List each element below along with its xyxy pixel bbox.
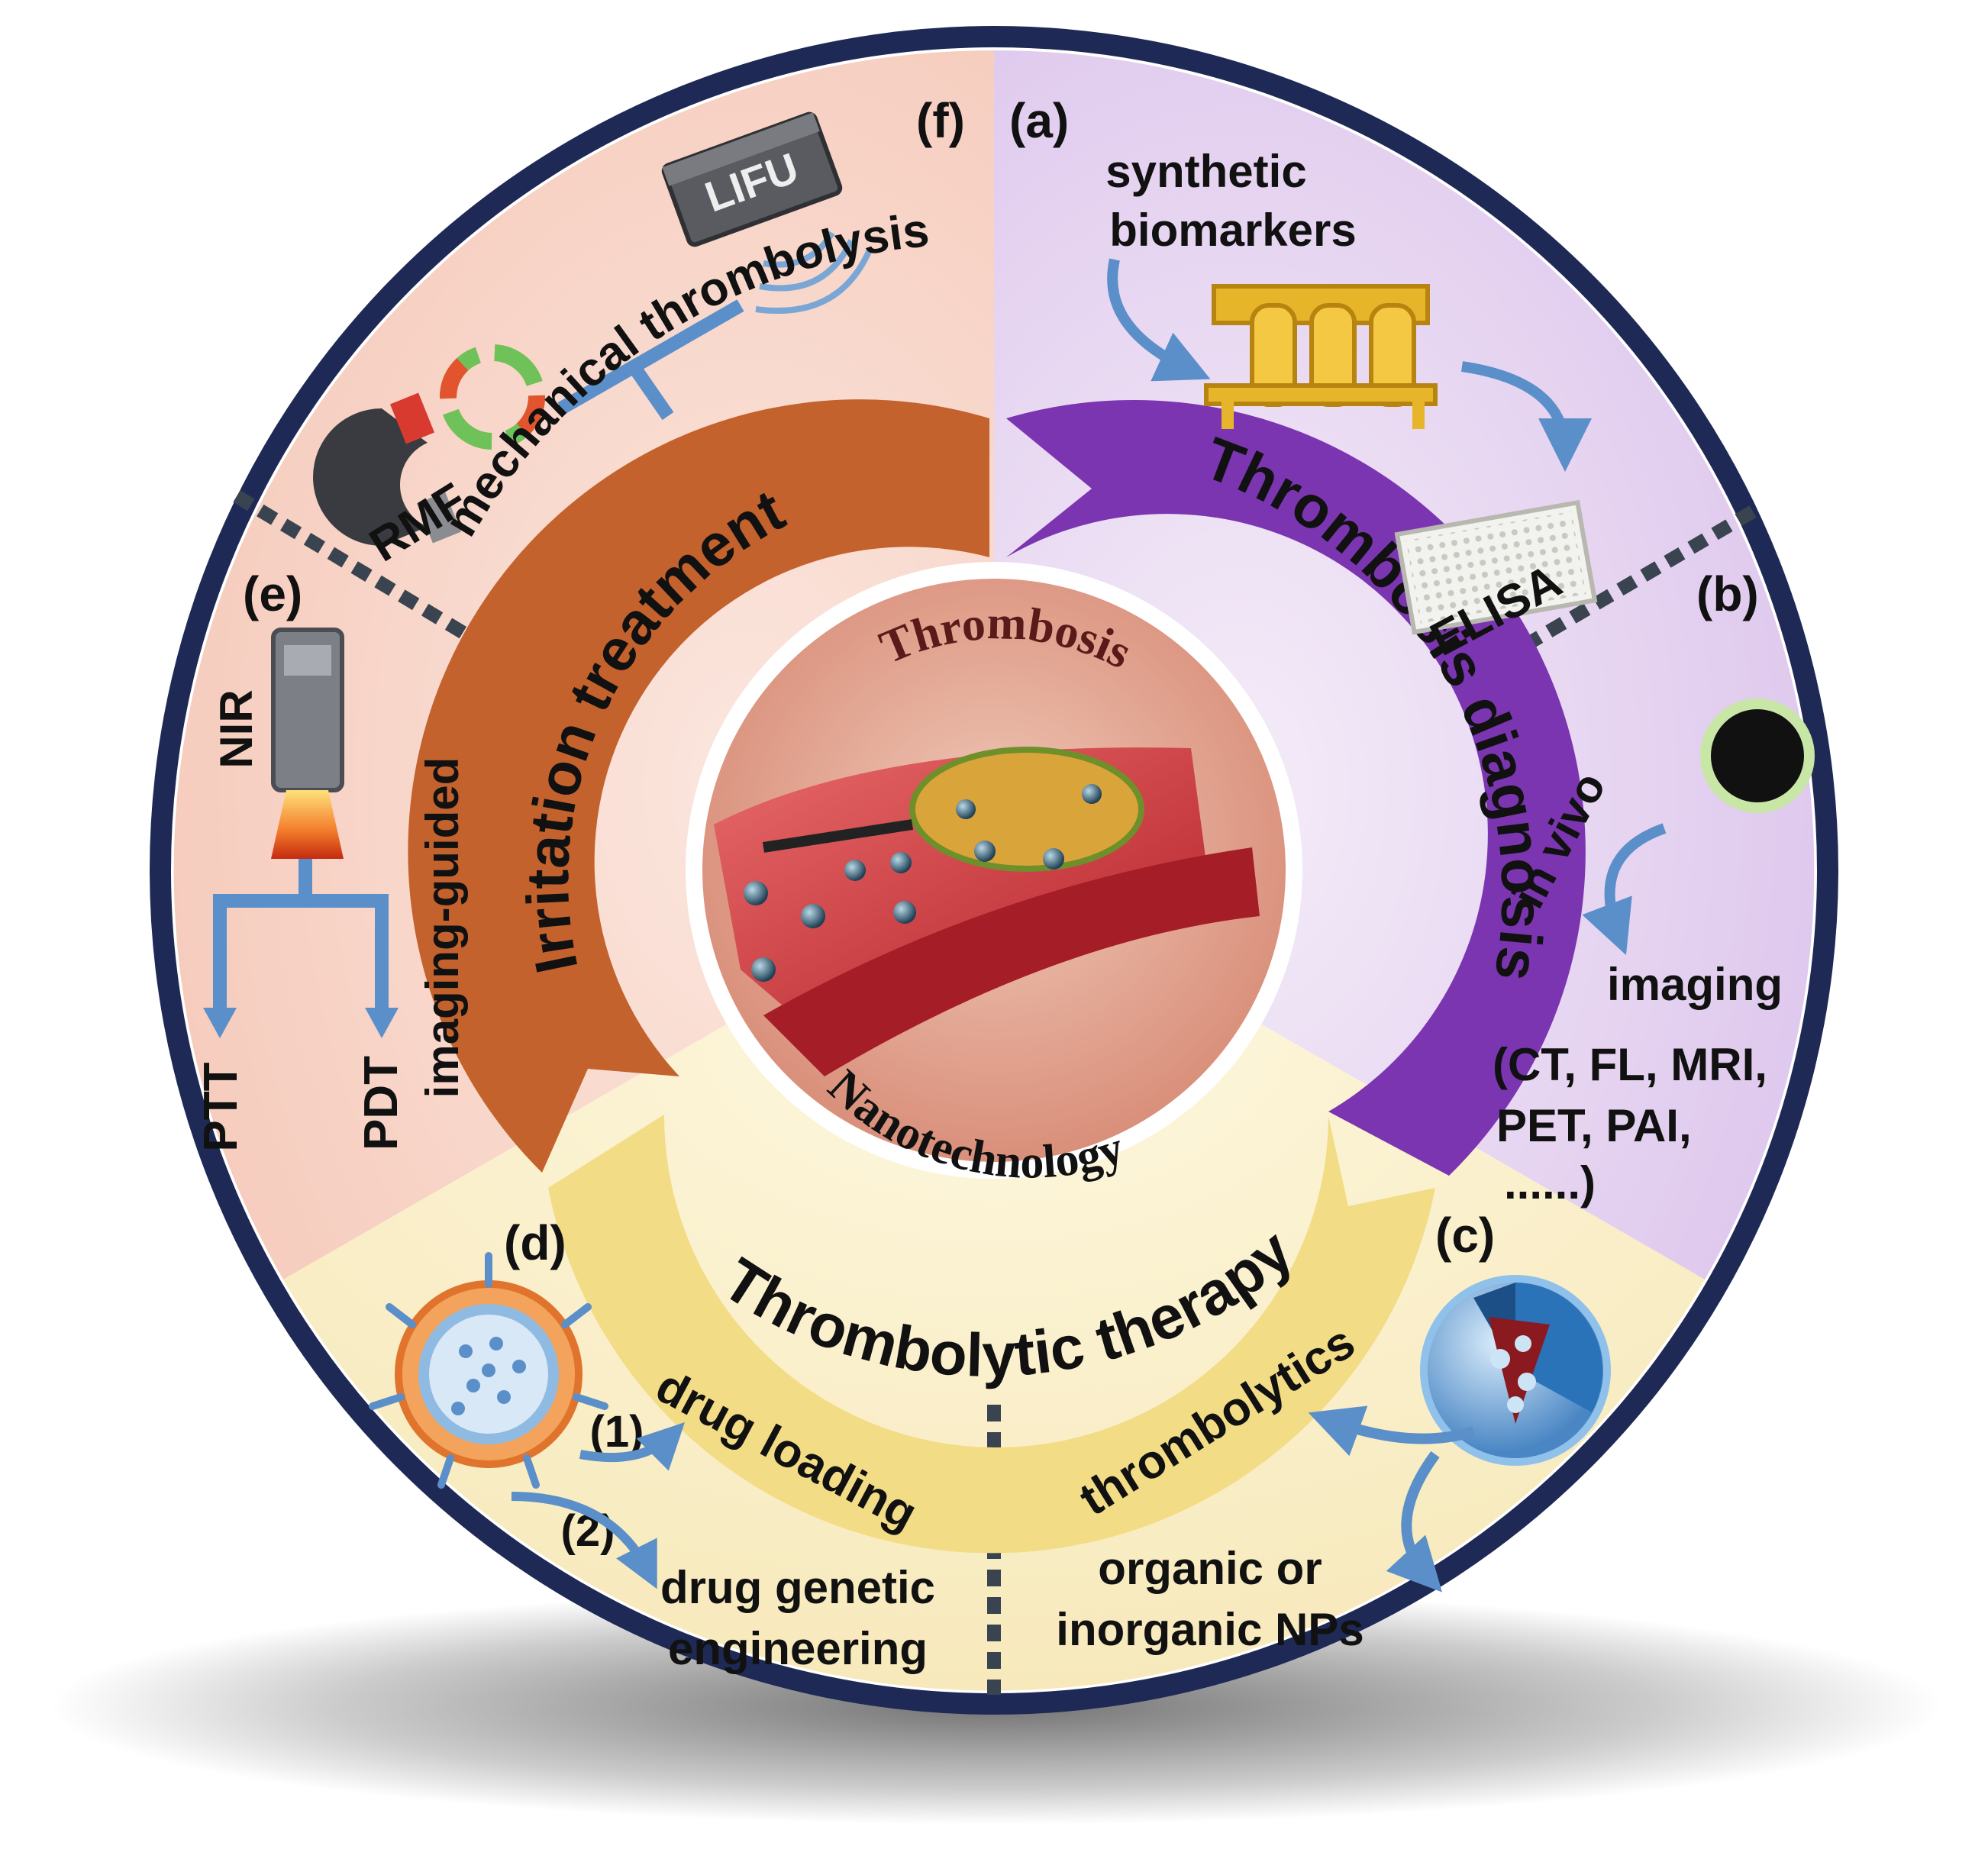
rotating-field-icon bbox=[440, 344, 545, 450]
arrow-to-plate bbox=[1460, 361, 1592, 472]
ptt-label: PTT bbox=[195, 1062, 247, 1151]
ultrasound-waves-icon bbox=[755, 231, 873, 315]
magnet-icon bbox=[313, 392, 462, 546]
engineering-line2: engineering bbox=[668, 1623, 928, 1674]
arrow-to-imaging bbox=[1582, 823, 1667, 956]
therapy-arrow bbox=[548, 1115, 1435, 1554]
nanoparticles bbox=[744, 784, 1102, 982]
arrow-to-pdt bbox=[365, 1008, 399, 1038]
test-tube-rack-icon bbox=[1204, 284, 1438, 429]
lifu-transducer-icon bbox=[661, 111, 843, 247]
imaging-guided-label: imaging-guided bbox=[417, 757, 468, 1099]
synthetic-label: synthetic bbox=[1105, 146, 1306, 197]
panel-a: (a) synthetic biomarkers ELISA bbox=[1009, 93, 1598, 666]
pdt-label: PDT bbox=[355, 1056, 408, 1150]
sector-therapy bbox=[283, 870, 1705, 1691]
panel-d-tag: (d) bbox=[504, 1215, 566, 1270]
modalities-line1: (CT, FL, MRI, bbox=[1493, 1039, 1767, 1090]
step1-label: (1) bbox=[590, 1407, 644, 1457]
nir-label: NIR bbox=[211, 689, 262, 768]
modalities-line2: PET, PAI, bbox=[1496, 1100, 1692, 1151]
panel-e: (e) NIR PTT PDT imaging-guided bbox=[195, 566, 468, 1152]
arrow-to-nps bbox=[1386, 1450, 1442, 1592]
liposome-icon bbox=[369, 1252, 608, 1489]
scale-bar bbox=[762, 819, 914, 853]
arrow-step2 bbox=[511, 1492, 657, 1589]
engineering-line1: drug genetic bbox=[660, 1562, 935, 1613]
elisa-plate-icon bbox=[1394, 499, 1598, 635]
panel-c-tag: (c) bbox=[1435, 1208, 1495, 1263]
arrow-to-ptt bbox=[203, 1008, 237, 1038]
panel-b-tag: (b) bbox=[1696, 566, 1759, 621]
panel-e-tag: (e) bbox=[243, 566, 302, 621]
arrow-to-tubes bbox=[1107, 258, 1211, 382]
irritation-arrow bbox=[408, 399, 989, 1173]
nir-laser-icon bbox=[271, 628, 344, 859]
imaging-label: imaging bbox=[1607, 959, 1783, 1010]
nps-line1: organic or bbox=[1098, 1543, 1322, 1594]
modalities-line3: ......) bbox=[1504, 1157, 1596, 1208]
biomarkers-label: biomarkers bbox=[1109, 205, 1357, 256]
thrombus bbox=[909, 747, 1144, 872]
arrow-step1 bbox=[579, 1422, 685, 1471]
panel-a-tag: (a) bbox=[1009, 93, 1069, 148]
core-illustration bbox=[686, 562, 1302, 1179]
nps-line2: inorganic NPs bbox=[1056, 1604, 1364, 1655]
nanoparticle-icon bbox=[1420, 1275, 1611, 1466]
vessel-wall bbox=[763, 847, 1260, 1076]
arrow-to-thrombolytics bbox=[1308, 1405, 1476, 1457]
panel-f-tag: (f) bbox=[916, 93, 965, 148]
nir-branch-arrows bbox=[213, 859, 389, 1015]
imaging-target-icon bbox=[1700, 699, 1815, 813]
mechanical-branch-arrows bbox=[557, 299, 744, 421]
